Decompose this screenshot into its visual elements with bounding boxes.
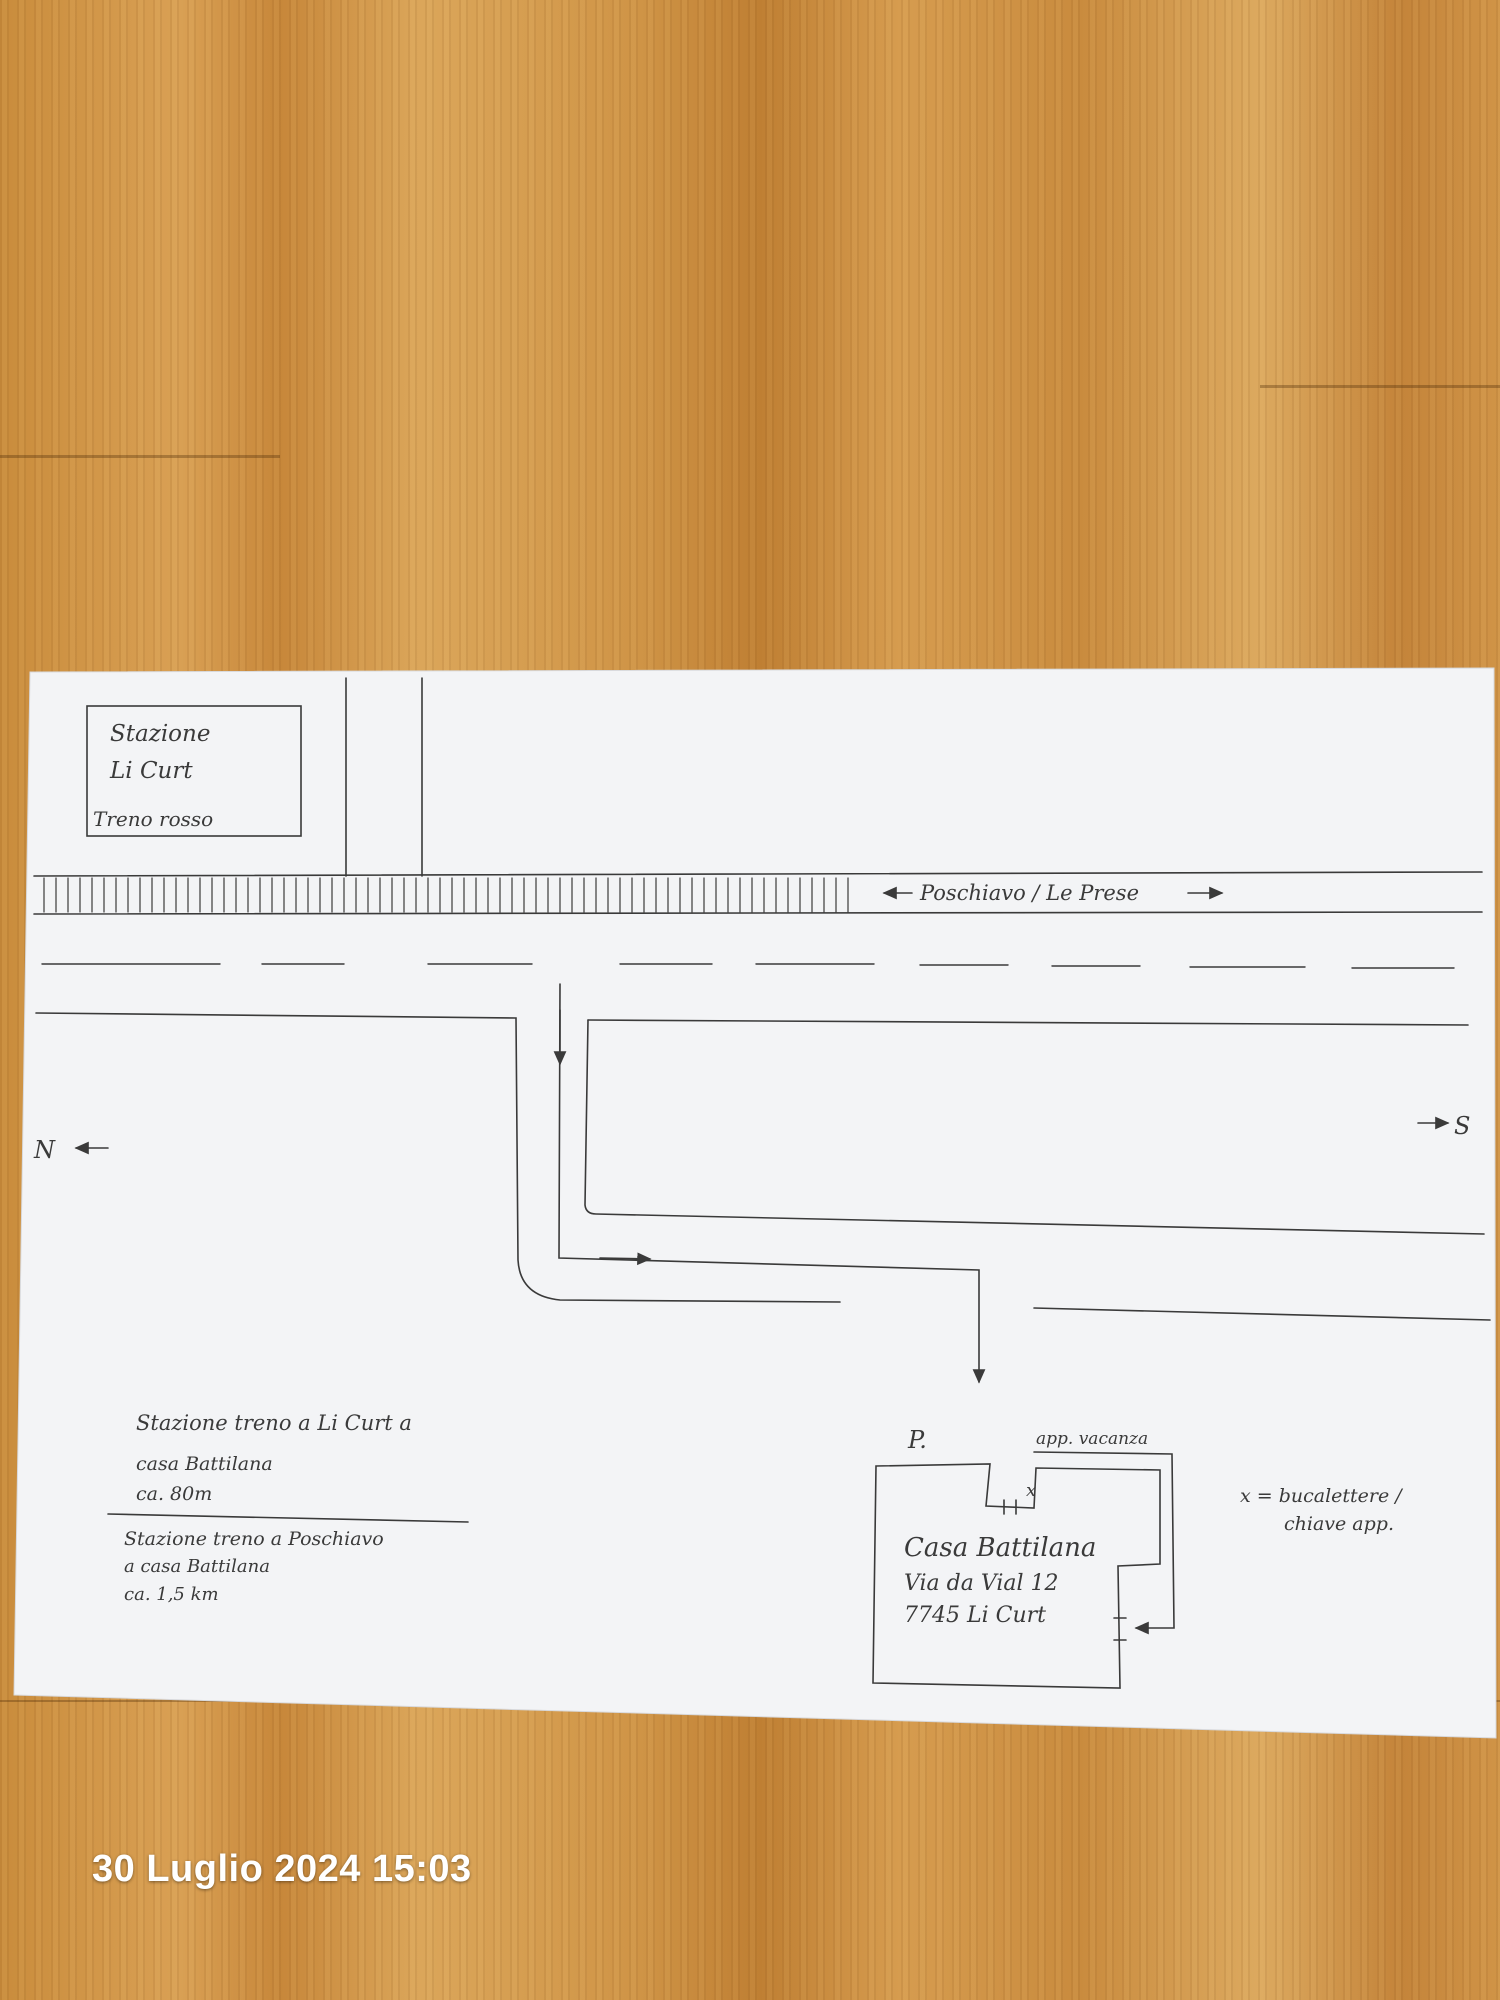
house-name: Casa Battilana: [904, 1533, 1096, 1563]
road-edge-block: [584, 1019, 1485, 1235]
railway-top: [33, 871, 1483, 877]
paper-sheet: [13, 667, 1497, 1739]
railway-bottom: [33, 911, 1483, 915]
rail-direction-label: Poschiavo / Le Prese: [919, 881, 1139, 905]
wood-seam: [0, 455, 280, 458]
station-town: Li Curt: [109, 758, 193, 784]
north-label: N: [33, 1136, 56, 1164]
directions-line5: a casa Battilana: [124, 1556, 270, 1577]
south-label: S: [1454, 1112, 1470, 1140]
house-outline: [872, 1463, 1161, 1689]
directions-line3: ca. 80m: [136, 1483, 212, 1505]
house-street: Via da Vial 12: [904, 1571, 1059, 1596]
route-path: [558, 983, 986, 1384]
station-train: Treno rosso: [93, 807, 213, 831]
directions-line4: Stazione treno a Poschiavo: [124, 1528, 384, 1550]
directions-line6: ca. 1,5 km: [124, 1584, 219, 1605]
route-arrow-right: [599, 1252, 652, 1266]
road-edge-right-bottom: [1033, 1307, 1491, 1321]
app-vacanza-label: app. vacanza: [1036, 1429, 1148, 1449]
legend-line2: chiave app.: [1284, 1513, 1394, 1535]
wood-seam: [1260, 385, 1500, 388]
station-name: Stazione: [110, 721, 210, 747]
railway-ties: [43, 877, 849, 913]
directions-line2: casa Battilana: [136, 1453, 273, 1475]
house-town: 7745 Li Curt: [904, 1603, 1046, 1628]
mailbox-mark: x: [1026, 1480, 1036, 1501]
directions-line1: Stazione treno a Li Curt a: [136, 1411, 412, 1435]
photo-timestamp: 30 Luglio 2024 15:03: [92, 1848, 472, 1890]
road-edge-right-top: [587, 1019, 1469, 1026]
parking-label: P.: [907, 1426, 927, 1454]
station-box: [86, 705, 302, 837]
app-path: [1033, 1451, 1175, 1635]
directions-separator: [107, 1513, 469, 1523]
legend-line1: x = bucalettere /: [1240, 1485, 1403, 1507]
road-edge-left: [35, 1012, 841, 1303]
road-centerline: [41, 963, 1455, 969]
